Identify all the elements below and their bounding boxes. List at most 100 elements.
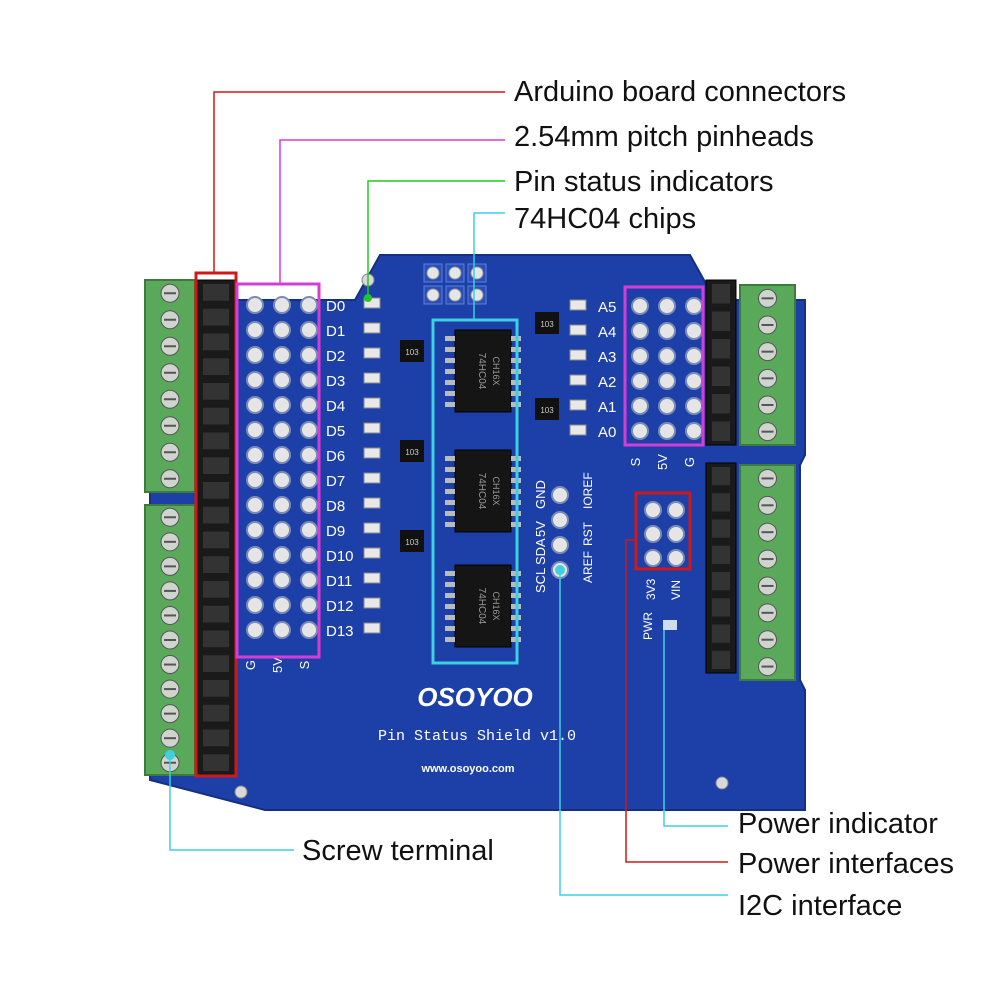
pinhead-hole [658,322,676,340]
callout-i2c: I2C interface [738,890,903,922]
pinhead-hole [300,521,318,539]
icsp-hole [426,288,440,302]
pinhead-hole [273,321,291,339]
i2c-pin-label: 5V [533,521,548,537]
resistor-array [535,312,559,334]
i2c-pin-label: SCL [533,568,548,593]
leader-chips [473,212,505,320]
header-slot [203,358,229,375]
pinhead-hole [273,371,291,389]
power-hole [667,549,685,567]
pinhead-hole [685,372,703,390]
left-header-label: S [297,660,312,669]
ic-leg [445,380,455,385]
pinhead-hole [246,421,264,439]
resistor-array [400,340,424,362]
analog-pin-label: A5 [598,299,616,316]
header-slot [712,493,730,512]
pinhead-hole [246,496,264,514]
header-slot [712,598,730,617]
ic-leg [445,347,455,352]
pinhead-hole [273,396,291,414]
header-slot [203,704,229,722]
analog-pin-label: A3 [598,349,616,366]
header-slot [712,572,730,591]
header-slot [203,531,229,549]
status-led [363,497,381,509]
header-slot [712,624,730,643]
silkscreen-labels: D0D1D2D3D4D5D6D7D8D9D10D11D12D13A5A4A3A2… [243,298,697,775]
pinhead-hole [246,571,264,589]
power-pin-label: AREF [581,551,595,583]
header-slot [203,630,229,648]
status-led [363,422,381,434]
chip-label: 74HC04 [476,588,487,625]
status-led [569,349,587,361]
callout-power-indicator: Power indicator [738,808,938,840]
resistor-array [400,530,424,552]
status-led [363,522,381,534]
ic-leg [445,522,455,527]
pinhead-hole [631,297,649,315]
callout-power-interfaces: Power interfaces [738,848,954,880]
analog-pin-label: A2 [598,374,616,391]
resistor-label: 103 [405,448,419,457]
ic-leg [445,637,455,642]
pinhead-hole [300,546,318,564]
resistor-label: 103 [405,538,419,547]
pinhead-hole [246,546,264,564]
header-slot [203,482,229,499]
ic-leg [445,593,455,598]
status-led [363,322,381,334]
digital-pin-label: D10 [326,548,354,565]
ic-leg [445,511,455,516]
pinhead-hole [658,372,676,390]
pinhead-hole [658,347,676,365]
digital-pin-label: D3 [326,373,345,390]
digital-pin-label: D4 [326,398,345,415]
header-slot [712,421,730,441]
leader-arduino-connectors [213,91,505,273]
ic-leg [445,369,455,374]
leader-pinheads [279,139,505,284]
ic-leg [445,402,455,407]
pinhead-hole [246,446,264,464]
digital-pin-label: D11 [326,573,352,590]
pinhead-hole [246,296,264,314]
header-slot [203,581,229,598]
ic-leg [445,604,455,609]
pinhead-hole [246,321,264,339]
header-slot [203,556,229,573]
digital-pin-label: D6 [326,448,345,465]
pinhead-hole [273,471,291,489]
pinhead-hole [685,422,703,440]
pinhead-grid [246,296,703,639]
digital-pin-label: D1 [326,323,345,340]
icsp-hole [448,288,462,302]
leader-i2c [559,570,728,896]
pinhead-hole [631,397,649,415]
header-slot [203,605,229,623]
pinhead-hole [658,297,676,315]
pinhead-hole [685,397,703,415]
power-interface-box [634,491,692,571]
resistor-array [535,398,559,420]
status-led [363,547,381,559]
leader-status-indicators [367,180,505,298]
header-slot [712,467,730,486]
resistor-label: 103 [405,348,419,357]
status-led [569,399,587,411]
power-hole [644,549,662,567]
pinhead-hole [631,322,649,340]
power-led [663,620,677,630]
mounting-hole [234,785,248,799]
header-slot [203,407,229,425]
ic-leg [445,336,455,341]
pinhead-hole [273,421,291,439]
digital-pin-label: D5 [326,423,345,440]
chip-label: 74HC04 [476,473,487,510]
right-header-label: G [682,457,697,467]
pinhead-hole [300,471,318,489]
i2c-hole [551,511,569,529]
